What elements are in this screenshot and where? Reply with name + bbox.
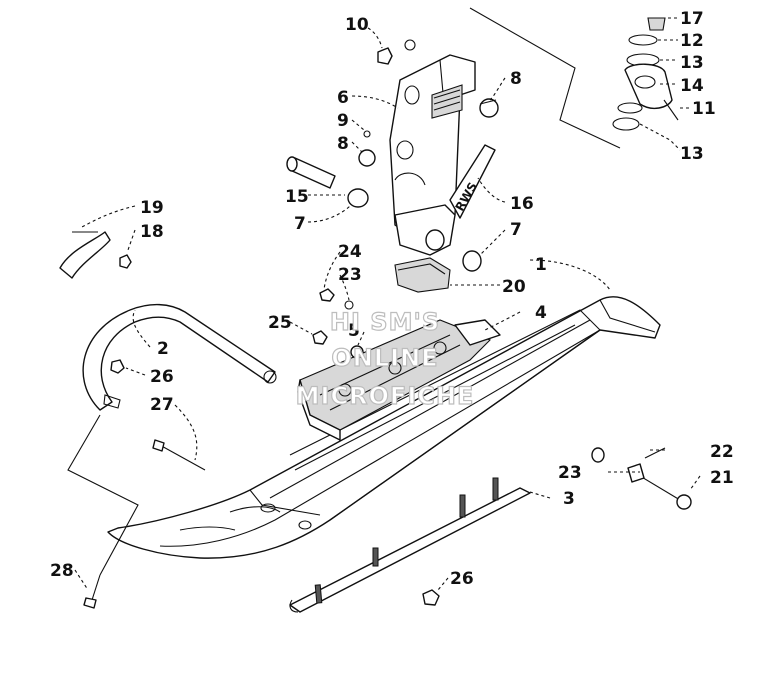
bushing-7a: [347, 188, 369, 208]
callout-24: 24: [338, 242, 362, 262]
callout-1: 1: [535, 255, 547, 275]
spindle-steering-link: [469, 7, 621, 149]
callout-11: 11: [692, 99, 716, 119]
callout-8-lower: 8: [337, 134, 349, 154]
callout-3: 3: [563, 489, 575, 509]
callout-labels: 10 17 12 13 14 11 13 8 6 9 8 15 7 16 7 1…: [50, 9, 734, 589]
callout-28: 28: [50, 561, 74, 581]
callout-9: 9: [337, 111, 349, 131]
watermark: HI SM'S ONLINE MICROFICHE: [295, 307, 475, 410]
pin-15: [286, 156, 336, 189]
callout-4: 4: [535, 303, 547, 323]
callout-26-upper: 26: [150, 367, 174, 387]
callout-8-upper: 8: [510, 69, 522, 89]
bushing-mid: [358, 149, 376, 167]
callout-12: 12: [680, 31, 704, 51]
steering-arm: [612, 17, 679, 131]
stopper-block: [394, 257, 451, 293]
callout-10: 10: [345, 15, 369, 35]
wear-bar: [289, 477, 531, 613]
bracket-18-19: [59, 231, 132, 279]
callout-16: 16: [510, 194, 534, 214]
callout-20: 20: [502, 277, 526, 297]
callout-26-lower: 26: [450, 569, 474, 589]
bolt-28: [83, 574, 101, 609]
nut-25: [312, 330, 328, 345]
callout-7-left: 7: [294, 214, 306, 234]
callout-25: 25: [268, 313, 292, 333]
ski-body: [107, 296, 661, 559]
callout-13-upper: 13: [680, 53, 704, 73]
nut-10: [377, 39, 416, 65]
callout-13-lower: 13: [680, 144, 704, 164]
callout-27: 27: [150, 395, 174, 415]
bolt-27-link: [67, 414, 139, 576]
ski-loop: [82, 303, 277, 411]
callout-2: 2: [157, 339, 169, 359]
bolt-21-22: [627, 447, 692, 510]
callout-6: 6: [337, 88, 349, 108]
washer-23a: [344, 300, 354, 310]
callout-23-left: 23: [338, 265, 362, 285]
bushing-top: [479, 98, 499, 118]
bolt-5: [350, 345, 364, 359]
callout-21: 21: [710, 468, 734, 488]
bushing-7b: [462, 250, 482, 272]
leader-lines: [74, 17, 701, 591]
bolt-27: [152, 439, 206, 471]
callout-22: 22: [710, 442, 734, 462]
watermark-line-3: MICROFICHE: [296, 382, 475, 410]
spindle: RWS: [389, 54, 496, 256]
nut-26a: [110, 359, 125, 374]
callout-5: 5: [348, 321, 360, 341]
callout-18: 18: [140, 222, 164, 242]
callout-7-right: 7: [510, 220, 522, 240]
watermark-line-1: HI SM'S: [330, 308, 440, 336]
callout-17: 17: [680, 9, 704, 29]
callout-14: 14: [680, 76, 704, 96]
callout-19: 19: [140, 198, 164, 218]
callout-23-right: 23: [558, 463, 582, 483]
nut-24: [319, 288, 335, 302]
washer-23b: [591, 447, 605, 463]
grease-fitting: [363, 130, 371, 138]
nut-26b: [422, 589, 440, 606]
callout-15: 15: [285, 187, 309, 207]
ski-saddle: [297, 319, 501, 441]
watermark-line-2: ONLINE: [331, 344, 438, 372]
